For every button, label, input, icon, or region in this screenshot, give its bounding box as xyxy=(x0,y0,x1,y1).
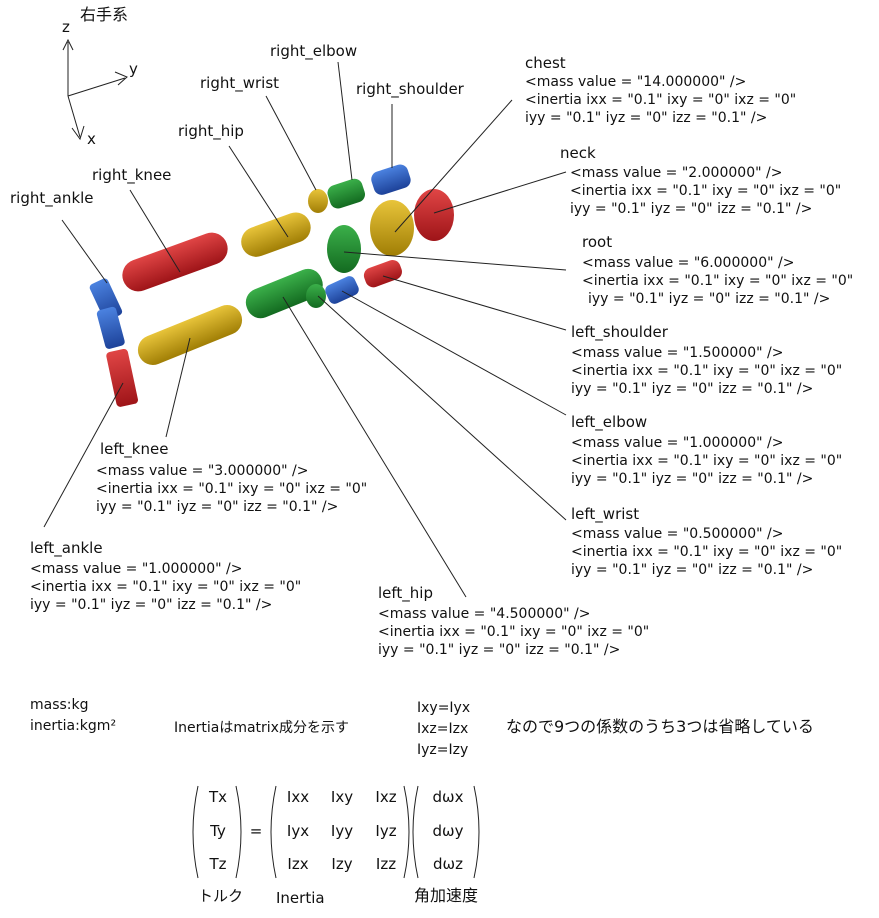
right-knee-label: right_knee xyxy=(92,166,172,184)
left-wrist-mass: <mass value = "0.500000" /> xyxy=(571,526,784,542)
axes-title: 右手系 xyxy=(80,5,129,24)
inertia-xz: Ixz xyxy=(375,788,397,806)
note-omit: なので9つの係数のうち3つは省略している xyxy=(506,717,814,736)
left-knee-inertia-2: iyy = "0.1" iyz = "0" izz = "0.1" /> xyxy=(96,499,339,515)
right-wrist-body xyxy=(308,189,328,213)
axis-x-label: x xyxy=(87,130,96,148)
neck-label: neck xyxy=(560,144,596,162)
left-wrist-label: left_wrist xyxy=(571,505,640,523)
left-knee-body xyxy=(137,305,243,365)
neck-body xyxy=(414,189,454,241)
chest-inertia-2: iyy = "0.1" iyz = "0" izz = "0.1" /> xyxy=(525,110,768,126)
label-inertia: Inertia xyxy=(276,889,325,907)
unit-mass: mass:kg xyxy=(30,697,89,713)
neck-inertia-1: <inertia ixx = "0.1" ixy = "0" ixz = "0" xyxy=(570,183,842,199)
left-shoulder-label: left_shoulder xyxy=(571,323,668,341)
inertia-yz: Iyz xyxy=(375,822,397,840)
left-wrist-body xyxy=(306,284,326,308)
note-sym-2: Ixz=Izx xyxy=(417,721,469,737)
chest-mass: <mass value = "14.000000" /> xyxy=(525,74,747,90)
left-ankle-mass: <mass value = "1.000000" /> xyxy=(30,561,243,577)
equals-sign: = xyxy=(249,822,263,840)
right-shoulder-label: right_shoulder xyxy=(356,80,464,98)
label-torque: トルク xyxy=(198,887,244,905)
right-hip-label: right_hip xyxy=(178,122,244,140)
left-ankle-inertia-1: <inertia ixx = "0.1" ixy = "0" ixz = "0" xyxy=(30,579,302,595)
inertia-yy: Iyy xyxy=(330,822,354,840)
left-knee-inertia-1: <inertia ixx = "0.1" ixy = "0" ixz = "0" xyxy=(96,481,368,497)
root-inertia-1: <inertia ixx = "0.1" ixy = "0" ixz = "0" xyxy=(582,273,854,289)
left-shoulder-body xyxy=(363,260,402,288)
matrix-brackets xyxy=(192,785,480,879)
accel-y: dωy xyxy=(432,822,464,840)
neck-inertia-2: iyy = "0.1" iyz = "0" izz = "0.1" /> xyxy=(570,201,813,217)
left-wrist-inertia-1: <inertia ixx = "0.1" ixy = "0" ixz = "0" xyxy=(571,544,843,560)
right-shoulder-body xyxy=(371,164,411,195)
right-elbow-label: right_elbow xyxy=(270,42,358,60)
left-hip-body xyxy=(245,268,323,319)
chest-label: chest xyxy=(525,54,566,72)
left-ankle-body xyxy=(106,348,138,407)
left-hip-mass: <mass value = "4.500000" /> xyxy=(378,606,591,622)
torque-z: Tz xyxy=(209,855,227,873)
inertia-zz: Izz xyxy=(375,855,397,873)
chest-body xyxy=(370,200,414,256)
note-sym-1: Ixy=Iyx xyxy=(417,700,471,716)
left-elbow-inertia-2: iyy = "0.1" iyz = "0" izz = "0.1" /> xyxy=(571,471,814,487)
right-elbow-body xyxy=(327,178,366,209)
right-wrist-label: right_wrist xyxy=(200,74,280,92)
inertia-zx: Izx xyxy=(287,855,309,873)
left-elbow-inertia-1: <inertia ixx = "0.1" ixy = "0" ixz = "0" xyxy=(571,453,843,469)
left-elbow-label: left_elbow xyxy=(571,413,648,431)
note-inertia-matrix: Inertiaはmatrix成分を示す xyxy=(174,720,349,736)
left-ankle-body-upper xyxy=(96,306,125,349)
left-ankle-inertia-2: iyy = "0.1" iyz = "0" izz = "0.1" /> xyxy=(30,597,273,613)
neck-mass: <mass value = "2.000000" /> xyxy=(570,165,783,181)
accel-x: dωx xyxy=(432,788,464,806)
root-inertia-2: iyy = "0.1" iyz = "0" izz = "0.1" /> xyxy=(588,291,831,307)
inertia-xy: Ixy xyxy=(330,788,354,806)
axes-icon xyxy=(62,38,128,141)
torque-y: Ty xyxy=(210,822,226,840)
inertia-xx: Ixx xyxy=(286,788,310,806)
left-hip-inertia-1: <inertia ixx = "0.1" ixy = "0" ixz = "0" xyxy=(378,624,650,640)
left-shoulder-inertia-1: <inertia ixx = "0.1" ixy = "0" ixz = "0" xyxy=(571,363,843,379)
robot-bodies xyxy=(89,164,454,407)
inertia-zy: Izy xyxy=(331,855,353,873)
left-elbow-body xyxy=(325,276,359,304)
left-shoulder-mass: <mass value = "1.500000" /> xyxy=(571,345,784,361)
left-hip-label: left_hip xyxy=(378,584,433,602)
right-knee-body xyxy=(122,232,228,292)
root-mass: <mass value = "6.000000" /> xyxy=(582,255,795,271)
axis-y-label: y xyxy=(129,60,138,78)
left-knee-label: left_knee xyxy=(100,440,169,458)
left-wrist-inertia-2: iyy = "0.1" iyz = "0" izz = "0.1" /> xyxy=(571,562,814,578)
leader-lines xyxy=(43,61,567,598)
note-sym-3: Iyz=Izy xyxy=(417,742,469,758)
left-ankle-label: left_ankle xyxy=(30,539,103,557)
left-shoulder-inertia-2: iyy = "0.1" iyz = "0" izz = "0.1" /> xyxy=(571,381,814,397)
right-ankle-label: right_ankle xyxy=(10,189,94,207)
label-angular-accel: 角加速度 xyxy=(414,886,479,905)
unit-inertia: inertia:kgm² xyxy=(30,718,117,734)
root-label: root xyxy=(582,233,613,251)
left-knee-mass: <mass value = "3.000000" /> xyxy=(96,463,309,479)
chest-inertia-1: <inertia ixx = "0.1" ixy = "0" ixz = "0" xyxy=(525,92,797,108)
left-hip-inertia-2: iyy = "0.1" iyz = "0" izz = "0.1" /> xyxy=(378,642,621,658)
accel-z: dωz xyxy=(433,855,463,873)
torque-x: Tx xyxy=(208,788,228,806)
right-hip-body xyxy=(241,212,311,257)
root-body xyxy=(327,225,361,273)
left-elbow-mass: <mass value = "1.000000" /> xyxy=(571,435,784,451)
axis-z-label: z xyxy=(62,18,70,36)
inertia-yx: Iyx xyxy=(286,822,310,840)
